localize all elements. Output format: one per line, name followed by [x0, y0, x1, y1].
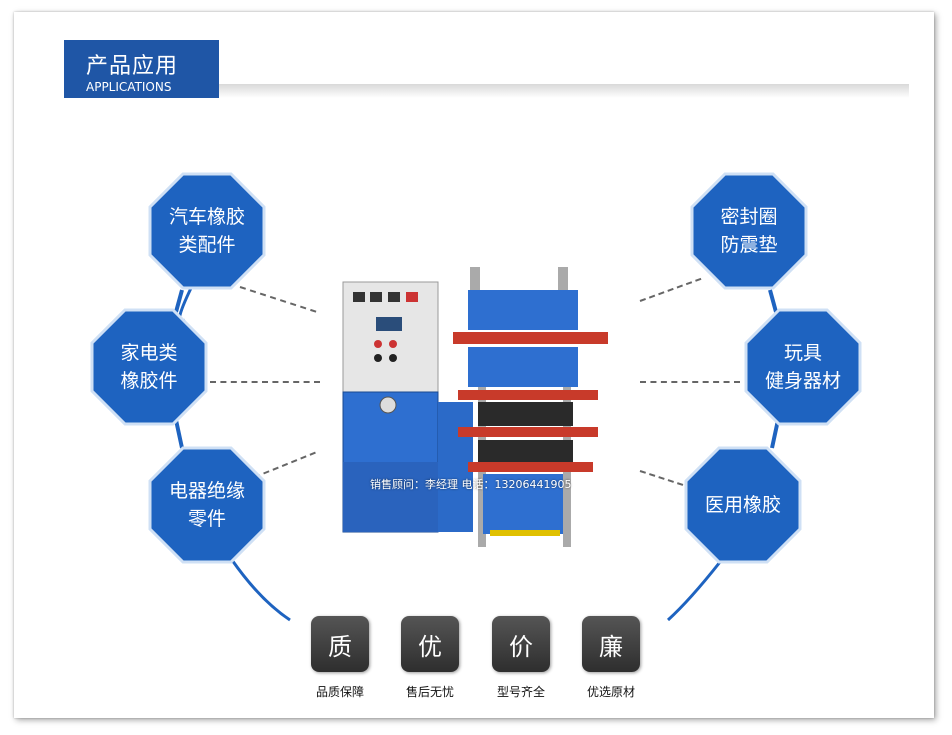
app-label-line2: 橡胶件 — [120, 370, 178, 392]
section-title-en: APPLICATIONS — [86, 80, 172, 94]
feature-caption: 售后无忧 — [405, 685, 454, 699]
feature-caption: 优选原材 — [586, 685, 635, 699]
feature-char: 质 — [328, 632, 352, 661]
application-medical-rubber: 医用橡胶 — [684, 446, 802, 564]
application-auto-parts: 汽车橡胶类配件 — [148, 172, 266, 290]
sales-contact-watermark: 销售顾问：李经理 电话：13206441905 — [370, 478, 572, 491]
app-label-line1: 密封圈 — [720, 206, 778, 228]
feature-caption: 型号齐全 — [496, 685, 545, 699]
feature-char: 价 — [509, 632, 533, 661]
app-label-line2: 类配件 — [178, 234, 236, 256]
application-appliance-rubber: 家电类橡胶件 — [90, 308, 208, 426]
header-divider — [219, 84, 909, 98]
feature-badge-price: 价 — [492, 616, 550, 672]
application-toys-fitness: 玩具健身器材 — [744, 308, 862, 426]
application-electrical-insulation: 电器绝缘零件 — [148, 446, 266, 564]
section-title-cn: 产品应用 — [86, 54, 179, 79]
app-label-line2: 健身器材 — [764, 370, 841, 392]
feature-badge-affordable: 廉 — [582, 616, 640, 672]
app-label-line1: 玩具 — [783, 342, 822, 364]
feature-char: 优 — [418, 632, 442, 661]
app-label-line2: 防震垫 — [720, 234, 778, 256]
leader-line — [640, 381, 740, 383]
feature-badge-quality: 质 — [311, 616, 369, 672]
feature-badge-excellent: 优 — [401, 616, 459, 672]
section-header: 产品应用 APPLICATIONS — [64, 40, 219, 98]
application-seal-ring: 密封圈防震垫 — [690, 172, 808, 290]
app-label-line1: 家电类 — [120, 342, 178, 364]
leader-line — [210, 381, 320, 383]
feature-char: 廉 — [599, 632, 623, 661]
app-label-line1: 电器绝缘 — [168, 480, 245, 502]
feature-caption: 品质保障 — [315, 685, 364, 699]
rubber-press-machine-image — [318, 262, 618, 552]
app-label-line2: 零件 — [187, 508, 226, 530]
app-label-line1: 汽车橡胶 — [168, 206, 245, 228]
app-label-line1: 医用橡胶 — [704, 494, 781, 516]
